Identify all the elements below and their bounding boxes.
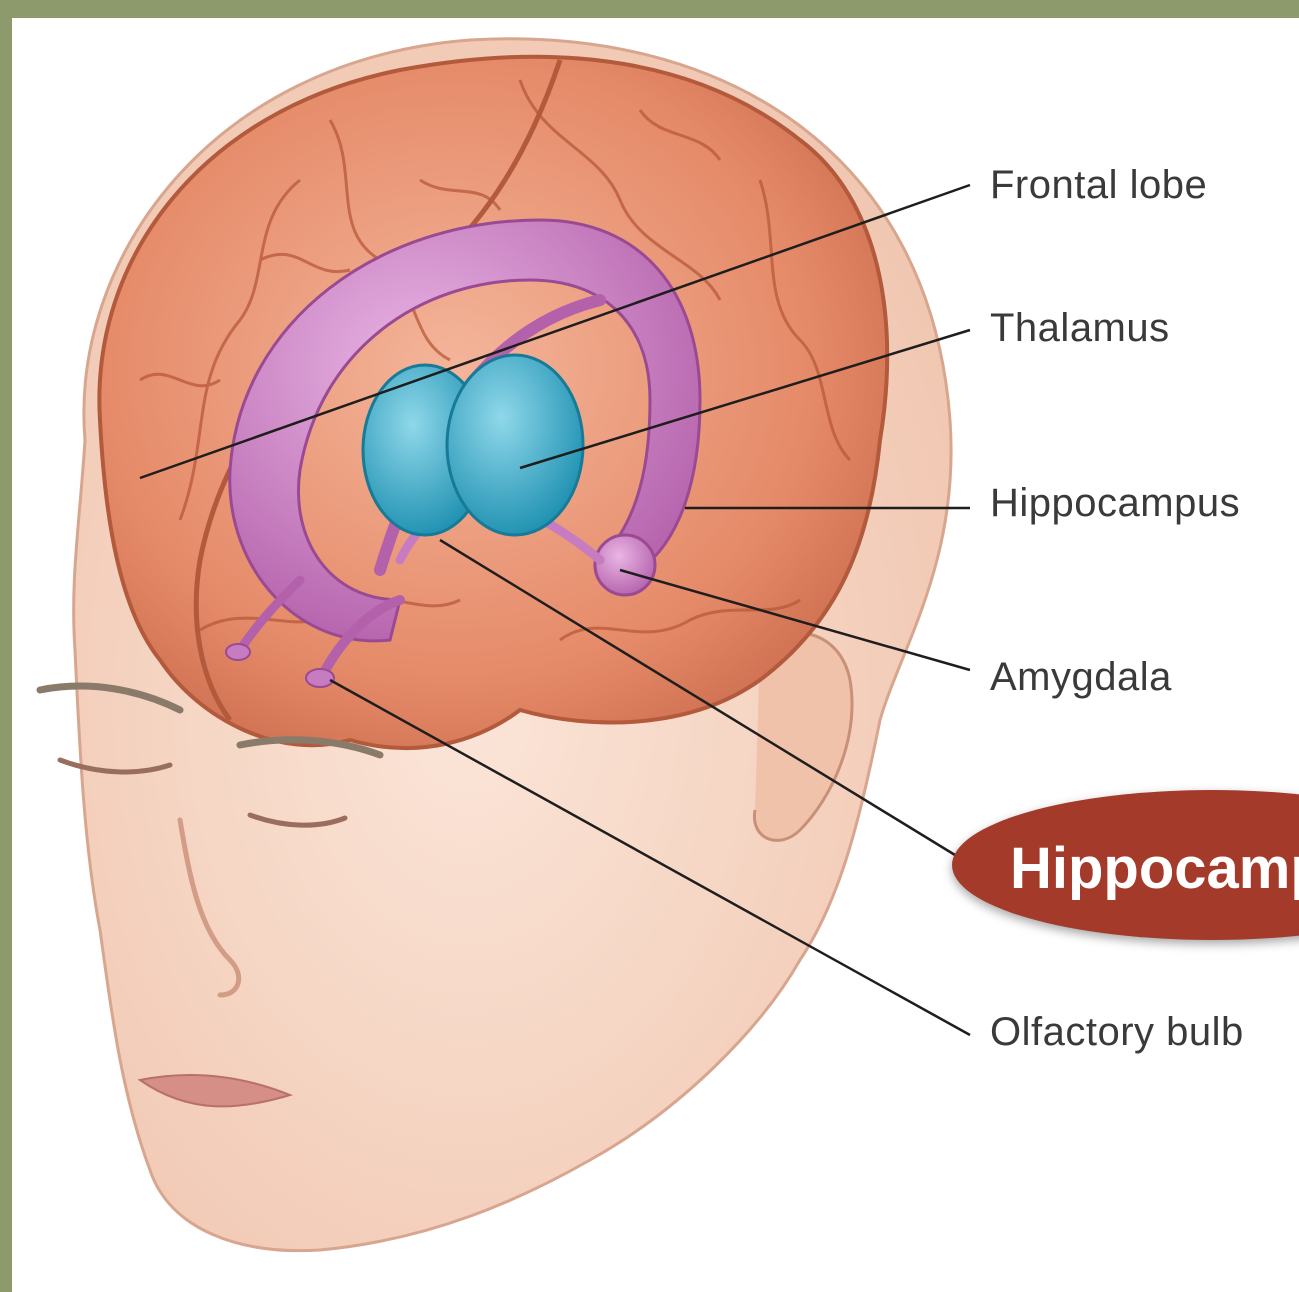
callout-text: Hippocampus [1010,835,1299,902]
